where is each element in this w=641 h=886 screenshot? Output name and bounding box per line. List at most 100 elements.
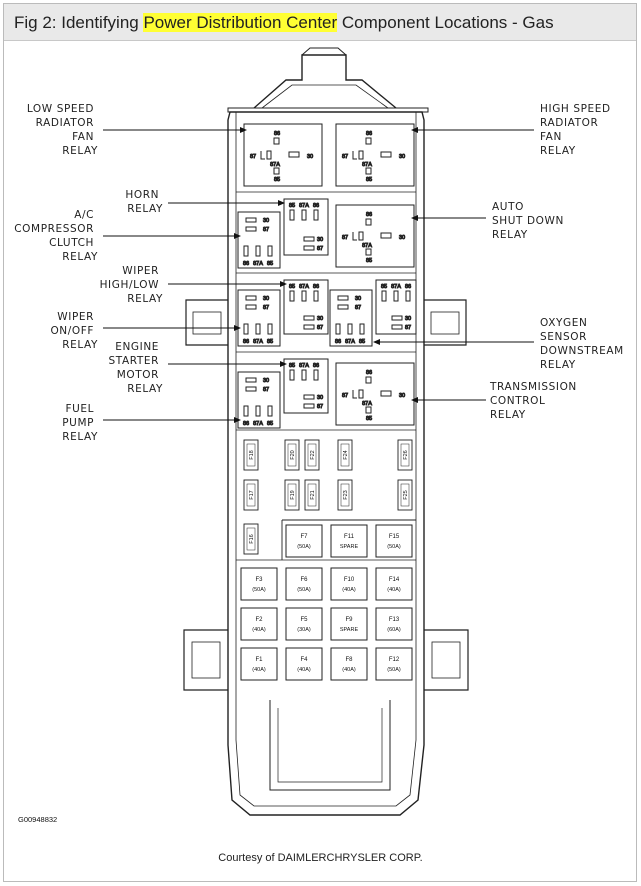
relay-transmission-pin-86: 86 (366, 370, 372, 376)
maxi-fuse-rating: (30A) (297, 627, 311, 633)
relay-high-speed-fan-pin-87a: 87A (362, 162, 372, 168)
maxi-fuse-f5: F5 (30A) (285, 607, 323, 641)
maxi-fuse-f10: F10(40A) (330, 567, 368, 601)
relay-oxygen-sensor-blade-87 (337, 304, 349, 310)
relay-oxygen-b-blade-87 (391, 324, 403, 330)
relay-oxygen-sensor-blade-30 (337, 295, 349, 301)
maxi-fuse-id: F1 (255, 657, 263, 663)
maxi-fuse-f2: F2(40A) (240, 607, 278, 641)
relay-horn-blade-87 (303, 245, 315, 251)
mini-fuse-window (400, 483, 410, 507)
relay-fuel-pump-pin-2: 85 (267, 421, 273, 427)
relay-high-speed-fan-outline (335, 123, 415, 187)
relay-engine-starter-pin-2: 86 (313, 363, 319, 369)
relay-oxygen-b-blade-2 (405, 290, 411, 302)
relay-oxygen-b-pin-30: 30 (405, 316, 411, 322)
relay-wiper-on-off-pin-1: 87A (253, 339, 263, 345)
mini-fuse-f18: F18 (243, 439, 259, 471)
maxi-fuse-body (375, 607, 413, 641)
relay-fuel-pump-pin-87: 87 (263, 387, 269, 393)
maxi-fuse-id: F12 (389, 657, 400, 663)
mini-fuse-f19: F19 (284, 479, 300, 511)
maxi-fuse-body (240, 567, 278, 601)
relay-wiper-on-off-pin-0: 86 (243, 339, 249, 345)
relay-engine-starter-blade-87 (303, 403, 315, 409)
relay-wiper-high-low-blade-0 (289, 290, 295, 302)
relay-wiper-on-off-blade-30 (245, 295, 257, 301)
mini-fuse-f25: F25 (397, 479, 413, 511)
maxi-fuse-body (285, 567, 323, 601)
maxi-fuse-body (330, 524, 368, 558)
mini-fuse-f21: F21 (304, 479, 320, 511)
relay-fuel-pump-pin-30: 30 (263, 378, 269, 384)
relay-low-speed-fan-outline (243, 123, 323, 187)
relay-wiper-high-low-blade-30 (303, 315, 315, 321)
mini-fuse-f20: F20 (284, 439, 300, 471)
maxi-fuse-id: F5 (300, 617, 308, 623)
mini-fuse-f16: F16 (243, 523, 259, 555)
label-engine-starter-relay: ENGINE STARTER MOTOR RELAY (109, 341, 163, 395)
relay-transmission-pin-87a: 87A (362, 401, 372, 407)
relay-engine-starter-blade-2 (313, 369, 319, 381)
mini-fuse-label: F24 (343, 450, 349, 459)
relay-transmission-pin-85: 85 (366, 416, 372, 422)
relay-auto-shutdown-pin-87: 87 (342, 235, 348, 241)
title-prefix: Fig 2: Identifying (14, 13, 144, 32)
relay-oxygen-b-blade-30 (391, 315, 403, 321)
mini-fuse-body (243, 439, 259, 471)
relay-wiper-high-low-pin-30: 30 (317, 316, 323, 322)
pdc-housing (183, 47, 469, 816)
relay-fuel-pump-pin-0: 86 (243, 421, 249, 427)
mini-fuse-window (340, 443, 350, 467)
maxi-fuse-id: F13 (389, 617, 400, 623)
relay-horn-blade-1 (301, 209, 307, 221)
relay-ac-compressor-pin-1: 87A (253, 261, 263, 267)
relay-engine-starter-blade-1 (301, 369, 307, 381)
label-low-speed-fan-relay: LOW SPEED RADIATOR FAN RELAY (27, 103, 98, 157)
relay-oxygen-sensor-pin-0: 86 (335, 339, 341, 345)
label-oxygen-sensor-relay: OXYGEN SENSOR DOWNSTREAM RELAY (540, 317, 628, 371)
callout-labels: LOW SPEED RADIATOR FAN RELAY HIGH SPEED … (14, 103, 628, 443)
title-suffix: Component Locations - Gas (337, 13, 554, 32)
maxi-fuse-body (375, 647, 413, 681)
maxi-fuse-body (240, 647, 278, 681)
relay-wiper-on-off-blade-0 (243, 323, 249, 335)
mini-fuse-body (284, 479, 300, 511)
maxi-fuse-rating: (40A) (252, 627, 266, 633)
maxi-fuse-id: F8 (345, 657, 353, 663)
relay-horn-outline (283, 198, 329, 256)
relay-auto-shutdown-term-30 (380, 232, 392, 239)
relay-high-speed-fan-pin-30: 30 (399, 154, 405, 160)
maxi-fuse-id: F3 (255, 577, 263, 583)
relay-transmission-outline (335, 362, 415, 426)
relay-wiper-on-off-blade-1 (255, 323, 261, 335)
relay-transmission-pin-87: 87 (342, 393, 348, 399)
relay-wiper-on-off-blade-87 (245, 304, 257, 310)
maxi-fuse-rating: (50A) (387, 544, 401, 550)
relay-oxygen-sensor-blade-1 (347, 323, 353, 335)
relay-oxygen-b-pin-1: 87A (391, 284, 401, 290)
relay-transmission-term-87 (352, 390, 357, 399)
relay-engine-starter-pin-30: 30 (317, 395, 323, 401)
maxi-fuse-id: F9 (345, 617, 353, 623)
maxi-fuse-body (330, 647, 368, 681)
relay-fuel-pump-outline (237, 371, 281, 429)
mini-fuse-f24: F24 (337, 439, 353, 471)
maxi-fuse-f4: F4(40A) (285, 647, 323, 681)
label-high-speed-fan-relay: HIGH SPEED RADIATOR FAN RELAY (540, 103, 615, 157)
relay-ac-compressor-pin-30: 30 (263, 218, 269, 224)
relay-fuel-pump-blade-2 (267, 405, 273, 417)
mini-fuse-window (287, 443, 297, 467)
maxi-fuse-rating: (40A) (387, 587, 401, 593)
relay-low-speed-fan-term-87 (260, 151, 265, 160)
mini-fuse-label: F20 (290, 450, 296, 459)
label-fuel-pump-relay: FUEL PUMP RELAY (62, 403, 98, 443)
relay-engine-starter-blade-30 (303, 394, 315, 400)
relay-oxygen-b-blade-1 (393, 290, 399, 302)
